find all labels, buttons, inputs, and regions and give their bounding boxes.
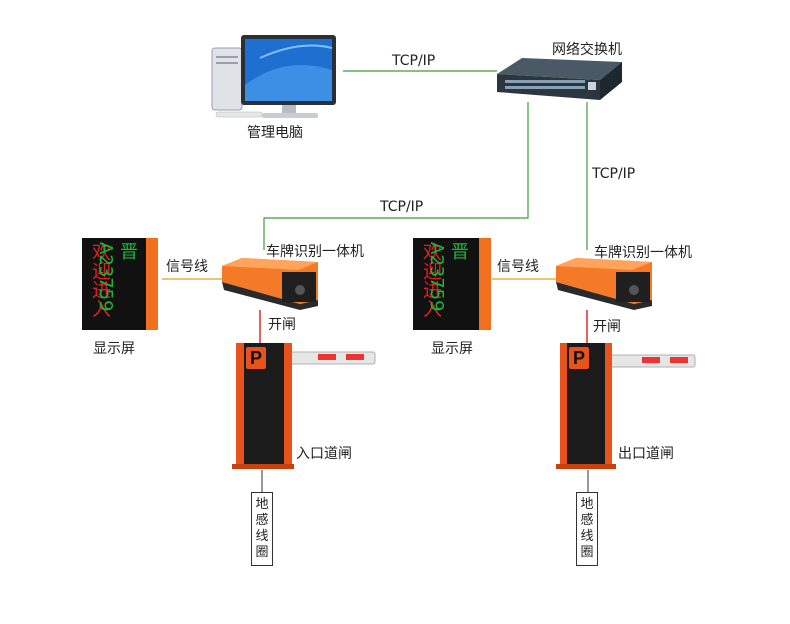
exit-display-red-text: 欢迎进入: [420, 242, 442, 318]
exit-display-label: 显示屏: [431, 341, 473, 357]
entry-display-icon: [82, 238, 158, 330]
exit-loop-char: 地: [580, 497, 594, 512]
loop-lines: [261, 470, 589, 492]
entry-barrier-icon: P: [232, 343, 376, 469]
entry-signal-label: 信号线: [166, 259, 208, 275]
entry-camera-icon: [222, 258, 318, 310]
entry-open-label: 开闸: [268, 317, 296, 333]
exit-open-label: 开闸: [593, 319, 621, 335]
entry-camera-label: 车牌识别一体机: [266, 244, 364, 260]
exit-barrier-icon: P: [556, 343, 696, 469]
pc-icon: [211, 35, 336, 118]
entry-loop-char: 圈: [255, 545, 269, 560]
entry-loop-box: 地 感 线 圈: [251, 492, 273, 566]
exit-barrier-logo: P: [573, 348, 585, 368]
switch-exit-edge-label: TCP/IP: [592, 166, 636, 182]
switch-icon: [497, 58, 622, 100]
exit-display-green-text: 晋A23759: [426, 242, 469, 312]
pc-label: 管理电脑: [247, 125, 303, 141]
exit-camera-icon: [556, 258, 652, 310]
switch-label: 网络交换机: [552, 42, 622, 58]
entry-barrier-logo: P: [250, 348, 262, 368]
network-lines: [263, 70, 588, 250]
exit-loop-box: 地 感 线 圈: [576, 492, 598, 566]
entry-loop-char: 感: [255, 513, 269, 528]
entry-loop-char: 地: [255, 497, 269, 512]
exit-camera-label: 车牌识别一体机: [594, 245, 692, 261]
open-lines: [259, 310, 588, 343]
entry-display-label: 显示屏: [93, 341, 135, 357]
entry-display-green-text: 晋A23759: [95, 242, 138, 312]
edge-switch-entry-camera: [263, 102, 529, 250]
exit-loop-char: 感: [580, 513, 594, 528]
entry-display-screen: 欢迎进入 晋A23759: [86, 240, 144, 328]
exit-loop-char: 线: [580, 529, 594, 544]
exit-signal-label: 信号线: [497, 259, 539, 275]
exit-barrier-label: 出口道闸: [618, 446, 674, 462]
pc-switch-edge-label: TCP/IP: [392, 53, 436, 69]
entry-display-red-text: 欢迎进入: [89, 242, 111, 318]
exit-display-screen: 欢迎进入 晋A23759: [417, 240, 475, 328]
switch-entry-edge-label: TCP/IP: [380, 199, 424, 215]
entry-barrier-label: 入口道闸: [296, 446, 352, 462]
entry-loop-char: 线: [255, 529, 269, 544]
exit-loop-char: 圈: [580, 545, 594, 560]
exit-display-icon: [413, 238, 491, 330]
